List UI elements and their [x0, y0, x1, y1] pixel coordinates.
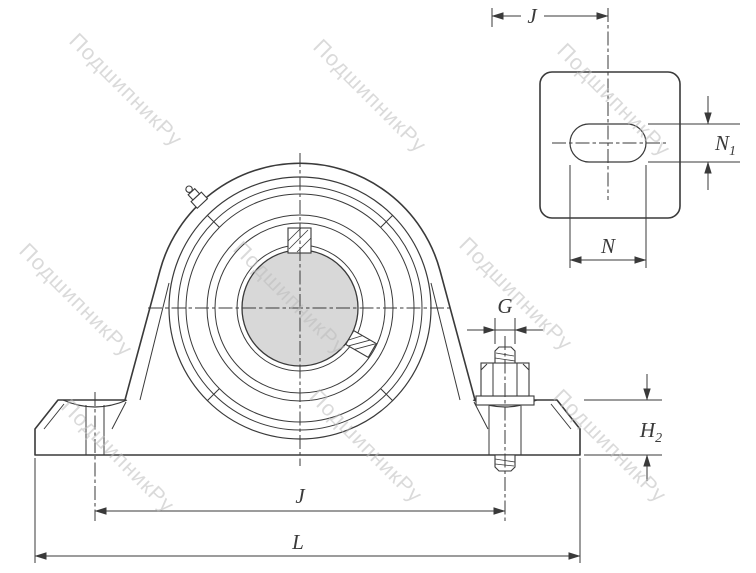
base-chamfer-lines — [43, 403, 572, 430]
spotface-left — [62, 399, 128, 408]
watermark-text: ПодшипникРу — [304, 385, 427, 508]
label-J-bottom: J — [295, 484, 306, 508]
dimension-J-top: J — [491, 4, 609, 28]
bolt-hole-left — [85, 405, 105, 455]
watermark-text: ПодшипникРу — [308, 35, 431, 158]
dimension-N: N — [569, 165, 647, 268]
label-N: N — [600, 234, 616, 258]
base-gussets — [111, 401, 489, 430]
watermark-text: ПодшипникРу — [14, 239, 137, 362]
housing-outline — [34, 162, 581, 456]
set-screw-side — [344, 329, 378, 359]
watermark-text: ПодшипникРу — [454, 233, 577, 356]
dimensions: J N1 N G H2 — [34, 4, 740, 563]
top-view-base — [539, 71, 681, 219]
watermark-text: ПодшипникРу — [64, 29, 187, 152]
watermark-text: ПодшипникРу — [548, 385, 671, 508]
base-plate-outline — [539, 71, 681, 219]
label-L: L — [291, 530, 304, 554]
bolt-hole-right — [488, 406, 522, 455]
dimension-H2: H2 — [584, 374, 662, 481]
seat-ticks — [207, 215, 393, 401]
dimension-L: L — [34, 458, 581, 563]
bolt-slot — [569, 123, 647, 163]
label-G: G — [497, 294, 512, 318]
inner-wall-lines — [139, 282, 461, 401]
grease-nipple — [185, 185, 209, 210]
label-H2: H2 — [639, 418, 662, 446]
label-J-top: J — [527, 4, 538, 28]
dimension-G: G — [467, 294, 543, 344]
label-N1: N1 — [714, 131, 736, 159]
dimension-J-bottom: J — [94, 484, 506, 515]
centerlines — [94, 8, 666, 521]
dimension-N1: N1 — [648, 96, 740, 190]
watermark-text: ПодшипникРу — [56, 395, 179, 518]
